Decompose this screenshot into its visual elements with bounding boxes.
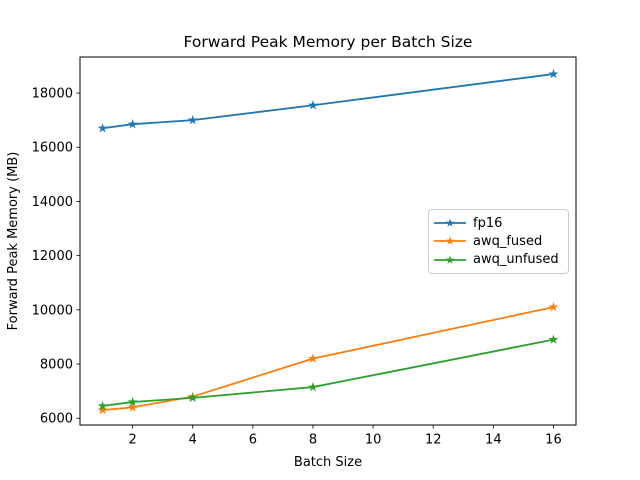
series-marker-awq-fused [127, 402, 138, 412]
x-tick-label: 10 [365, 433, 382, 448]
legend: fp16 awq_fused awq_unfused [428, 209, 569, 274]
y-tick-label: 14000 [32, 195, 73, 210]
series-marker-fp16 [127, 119, 138, 129]
legend-item-awq-unfused: awq_unfused [433, 251, 562, 269]
x-tick-label: 6 [249, 433, 257, 448]
x-tick-label: 8 [309, 433, 317, 448]
series-marker-fp16 [97, 123, 108, 133]
series-line-awq-unfused [101, 338, 555, 407]
y-tick-label: 10000 [32, 303, 73, 318]
series-marker-awq-fused [97, 404, 108, 415]
legend-item-awq-fused: awq_fused [433, 232, 562, 250]
y-tick-label: 6000 [40, 412, 73, 427]
x-tick-label: 14 [485, 433, 502, 448]
x-axis-label: Batch Size [294, 455, 362, 470]
star-marker [445, 236, 455, 246]
y-axis-label: Forward Peak Memory (MB) [6, 152, 21, 331]
series-marker-fp16 [548, 68, 559, 79]
star-marker [445, 218, 455, 227]
series-marker-awq-fused [548, 301, 559, 312]
x-tick-label: 16 [545, 433, 562, 448]
legend-swatch-fp16 [434, 218, 466, 227]
legend-label-fp16: fp16 [473, 215, 503, 231]
series-line-fp16 [101, 73, 555, 130]
x-tick-label: 4 [189, 433, 197, 448]
series-line-awq-fused [101, 306, 555, 412]
legend-label-awq-fused: awq_fused [473, 233, 543, 249]
y-tick-label: 8000 [40, 358, 73, 373]
star-marker [445, 255, 455, 264]
y-tick-label: 16000 [32, 141, 73, 156]
legend-swatch-awq-unfused [434, 255, 466, 264]
series-marker-awq-unfused [308, 381, 318, 392]
series-marker-fp16 [308, 100, 318, 110]
series-marker-awq-unfused [187, 392, 198, 403]
series-marker-awq-unfused [548, 334, 559, 344]
legend-item-fp16: fp16 [433, 214, 562, 232]
series-marker-awq-unfused [97, 400, 108, 411]
legend-swatch-awq-fused [434, 236, 466, 246]
y-tick-label: 18000 [32, 87, 73, 102]
chart-title: Forward Peak Memory per Batch Size [184, 33, 473, 51]
series-marker-fp16 [187, 114, 198, 125]
series-marker-awq-fused [308, 353, 318, 363]
x-tick-label: 12 [425, 433, 442, 448]
x-tick-label: 2 [128, 433, 136, 448]
y-tick-label: 12000 [32, 249, 73, 264]
legend-label-awq-unfused: awq_unfused [473, 252, 559, 268]
plot-area [79, 56, 577, 426]
series-marker-awq-unfused [127, 396, 138, 407]
